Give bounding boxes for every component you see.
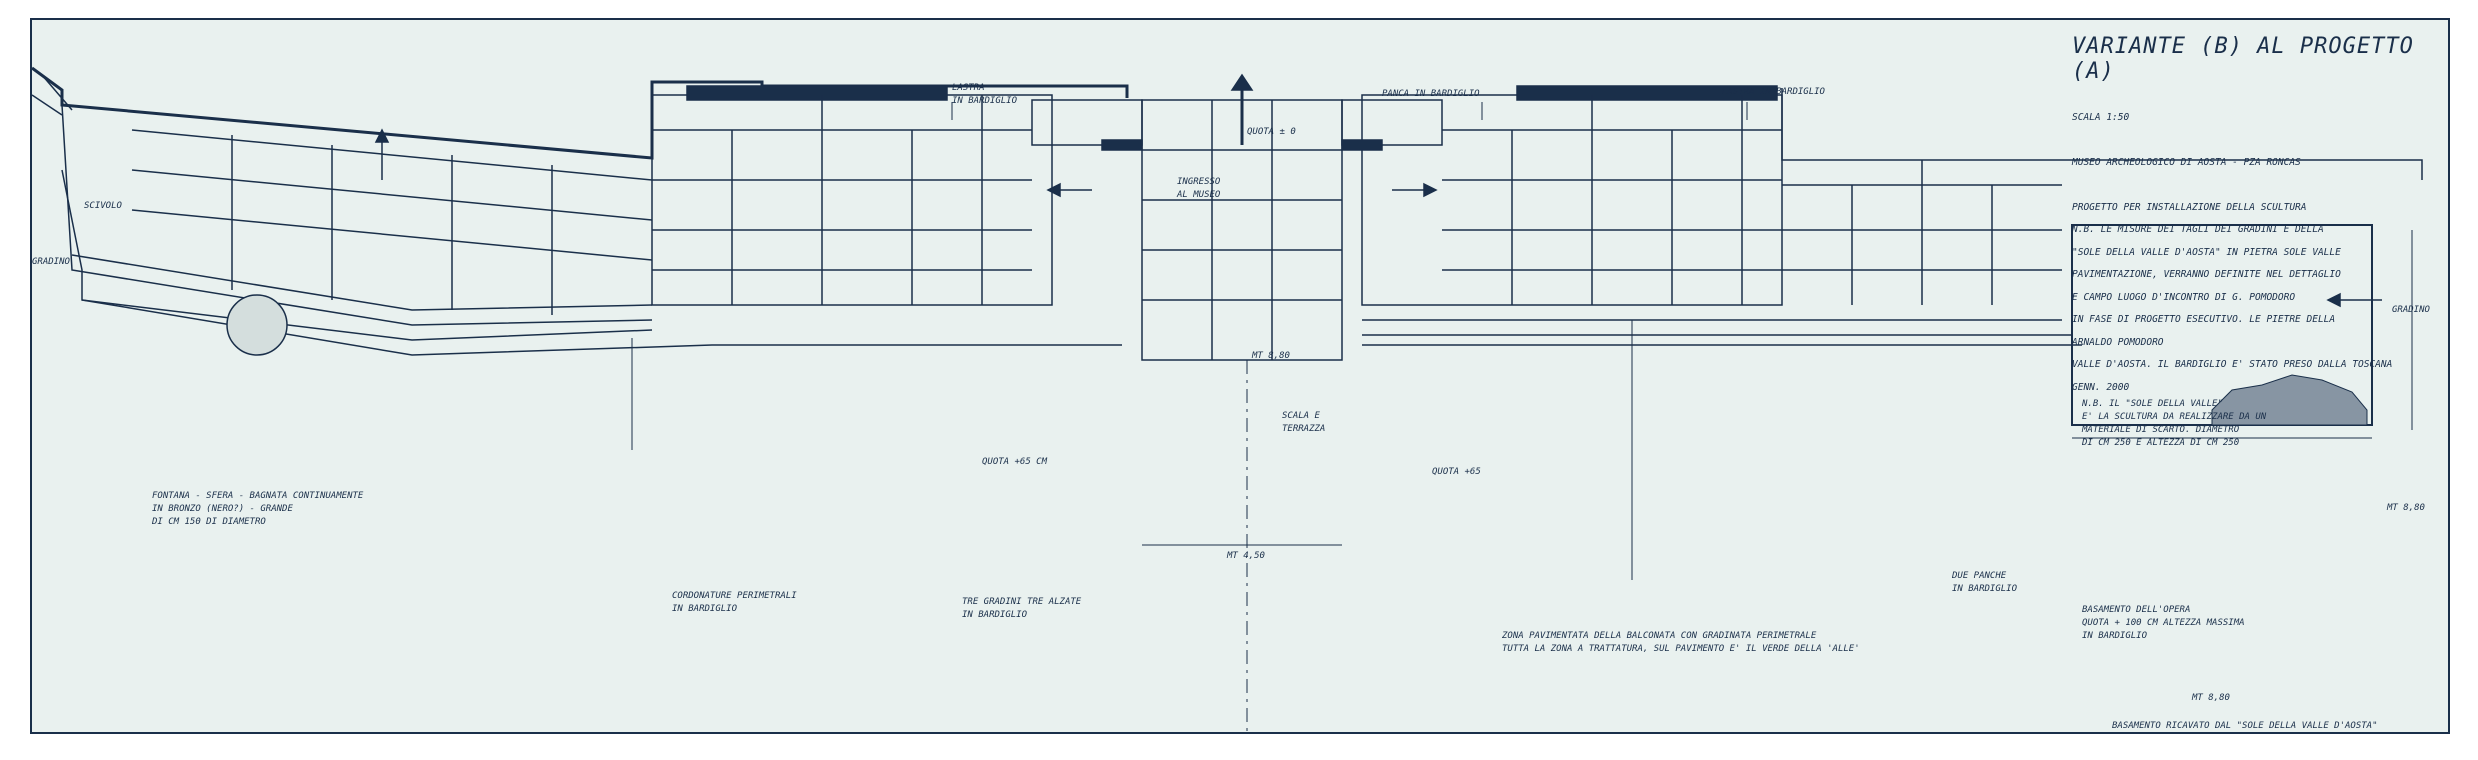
label-nb-sole: N.B. IL "SOLE DELLA VALLE" E' LA SCULTUR… (2082, 399, 2267, 448)
label-tre-gradini: TRE GRADINI TRE ALZATE IN BARDIGLIO (962, 597, 1082, 620)
label-gradino: GRADINO (32, 257, 70, 267)
title-line: GENN. 2000 (2072, 382, 2130, 393)
title-block-note: N.B. LE MISURE DEI TAGLI DEI GRADINI E D… (2072, 192, 2392, 402)
label-quota-zero: QUOTA ± 0 (1247, 127, 1296, 137)
sculpture-rock (2211, 374, 2368, 426)
title-line: PROGETTO PER INSTALLAZIONE DELLA SCULTUR… (2072, 202, 2307, 213)
note-line: IN FASE DI PROGETTO ESECUTIVO. LE PIETRE… (2072, 314, 2336, 325)
title-line: "SOLE DELLA VALLE D'AOSTA" IN PIETRA SOL… (2072, 247, 2341, 258)
label-ingresso-museo: INGRESSO AL MUSEO (1177, 177, 1221, 200)
label-lastra-bardiglio: LASTRA IN BARDIGLIO (952, 83, 1018, 106)
fountain-sphere (226, 294, 288, 356)
left-wall-outline (32, 66, 1129, 160)
label-gradino-right: GRADINO (2392, 305, 2430, 315)
label-bottom-note: BASAMENTO RICAVATO DAL "SOLE DELLA VALLE… (2112, 721, 2378, 731)
blueprint-sheet: VARIANTE (B) AL PROGETTO (A) SCALA 1:50 … (30, 18, 2450, 736)
title-line: MUSEO ARCHEOLOGICO DI AOSTA - PZA RONCAS (2072, 157, 2301, 168)
label-panca-bardiglio: PANCA IN BARDIGLIO (1382, 89, 1480, 99)
label-quota-left: QUOTA +65 CM (982, 457, 1048, 467)
title-block-info: SCALA 1:50 MUSEO ARCHEOLOGICO DI AOSTA -… (2072, 80, 2341, 425)
label-due-panche: DUE PANCHE IN BARDIGLIO (1952, 571, 2018, 594)
label-quota-right: QUOTA +65 (1432, 467, 1481, 477)
title-line: ARNALDO POMODORO (2072, 337, 2164, 348)
label-scala-centro: SCALA E TERRAZZA (1282, 411, 1326, 434)
label-basamento: BASAMENTO DELL'OPERA QUOTA + 100 CM ALTE… (2082, 605, 2245, 641)
label-zona-pavimento: ZONA PAVIMENTATA DELLA BALCONATA CON GRA… (1502, 631, 1860, 654)
label-sfera: FONTANA - SFERA - BAGNATA CONTINUAMENTE … (152, 491, 364, 527)
bench-left (686, 85, 948, 101)
label-mt-450: MT 4,50 (1227, 551, 1265, 561)
drawing-title: VARIANTE (B) AL PROGETTO (A) (2072, 34, 2414, 84)
title-line: SCALA 1:50 (2072, 112, 2130, 123)
bench-right (1516, 85, 1778, 101)
right-paving-block (1361, 94, 1783, 306)
label-cordonature: CORDONATURE PERIMETRALI IN BARDIGLIO (672, 591, 797, 614)
label-mt-880-b: MT 8,80 (2192, 693, 2230, 703)
note-line: N.B. LE MISURE DEI TAGLI DEI GRADINI E D… (2072, 224, 2324, 235)
note-line: PAVIMENTAZIONE, VERRANNO DEFINITE NEL DE… (2072, 269, 2341, 280)
label-lastra-bardiglio-2: LASTRA IN BARDIGLIO (1722, 87, 1825, 97)
label-mt-880-right: MT 8,80 (2387, 503, 2425, 513)
title-line: E CAMPO LUOGO D'INCONTRO DI G. POMODORO (2072, 292, 2296, 303)
note-line: VALLE D'AOSTA. IL BARDIGLIO E' STATO PRE… (2072, 359, 2393, 370)
site-plan-drawing (32, 66, 2423, 736)
label-mt-880: MT 8,80 (1252, 351, 1290, 361)
left-paving-block (651, 94, 1053, 306)
label-scivolo: SCIVOLO (84, 201, 122, 211)
